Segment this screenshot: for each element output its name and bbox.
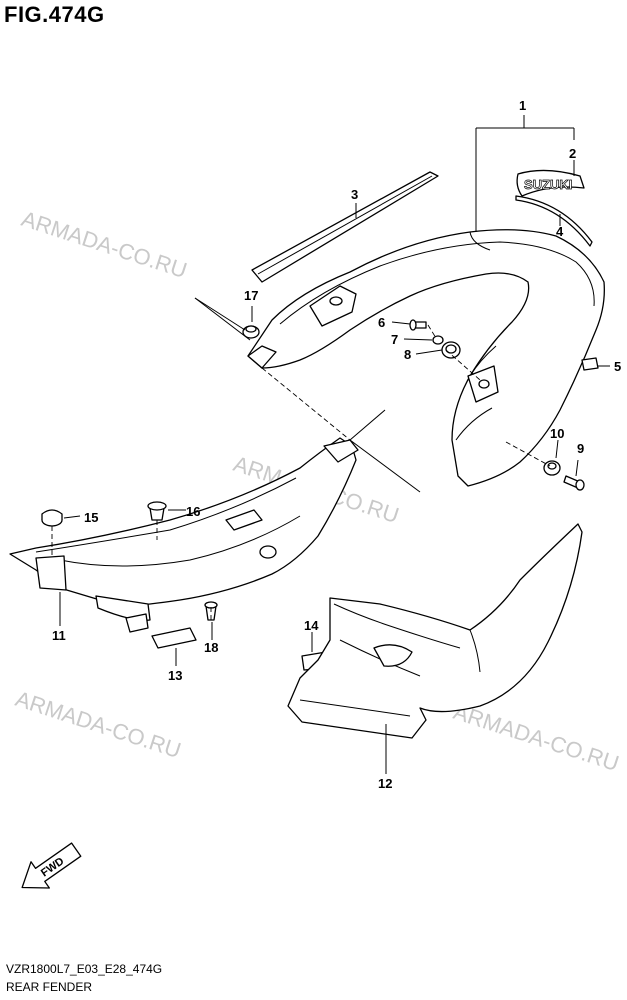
part-18-screw: [204, 601, 218, 621]
figure-title: FIG.474G: [4, 2, 105, 27]
callout-7: 7: [391, 332, 398, 347]
callout-4: 4: [556, 224, 564, 239]
part-15-grommet: [41, 509, 63, 527]
part-1-fender-cover: [247, 229, 605, 487]
callout-15: 15: [84, 510, 98, 525]
part-11-side-cover: [9, 437, 359, 633]
part-4-trim: [515, 195, 593, 247]
part-16-clip: [147, 501, 167, 521]
part-12-side-cover: [287, 523, 583, 739]
part-6-screw: [409, 319, 427, 331]
callout-2: 2: [569, 146, 576, 161]
callout-18: 18: [204, 640, 218, 655]
part-9-bolt: [563, 475, 585, 491]
callout-8: 8: [404, 347, 411, 362]
part-10-collar: [543, 460, 561, 476]
callout-12: 12: [378, 776, 392, 791]
watermark: ARMADA-CO.RU: [450, 699, 622, 776]
part-2-emblem: SUZUKI: [516, 169, 585, 197]
part-8-grommet: [441, 341, 461, 359]
callout-3: 3: [351, 187, 358, 202]
callout-17: 17: [244, 288, 258, 303]
fwd-arrow-icon: FWD: [21, 842, 82, 889]
callout-10: 10: [550, 426, 564, 441]
figure-code: VZR1800L7_E03_E28_474G: [6, 962, 163, 976]
figure-name: REAR FENDER: [6, 980, 93, 994]
emblem-text: SUZUKI: [524, 177, 572, 192]
watermark: ARMADA-CO.RU: [12, 686, 184, 763]
part-3-stripe: [251, 171, 439, 283]
part-13-pad: [151, 627, 197, 649]
callout-13: 13: [168, 668, 182, 683]
callout-1: 1: [519, 98, 526, 113]
callout-5: 5: [614, 359, 621, 374]
callout-16: 16: [186, 504, 200, 519]
part-7-washer: [432, 335, 444, 345]
callout-9: 9: [577, 441, 584, 456]
part-17-grommet: [242, 325, 260, 339]
callout-6: 6: [378, 315, 385, 330]
callout-11: 11: [52, 628, 66, 643]
callout-14: 14: [304, 618, 319, 633]
watermark: ARMADA-CO.RU: [18, 206, 190, 283]
